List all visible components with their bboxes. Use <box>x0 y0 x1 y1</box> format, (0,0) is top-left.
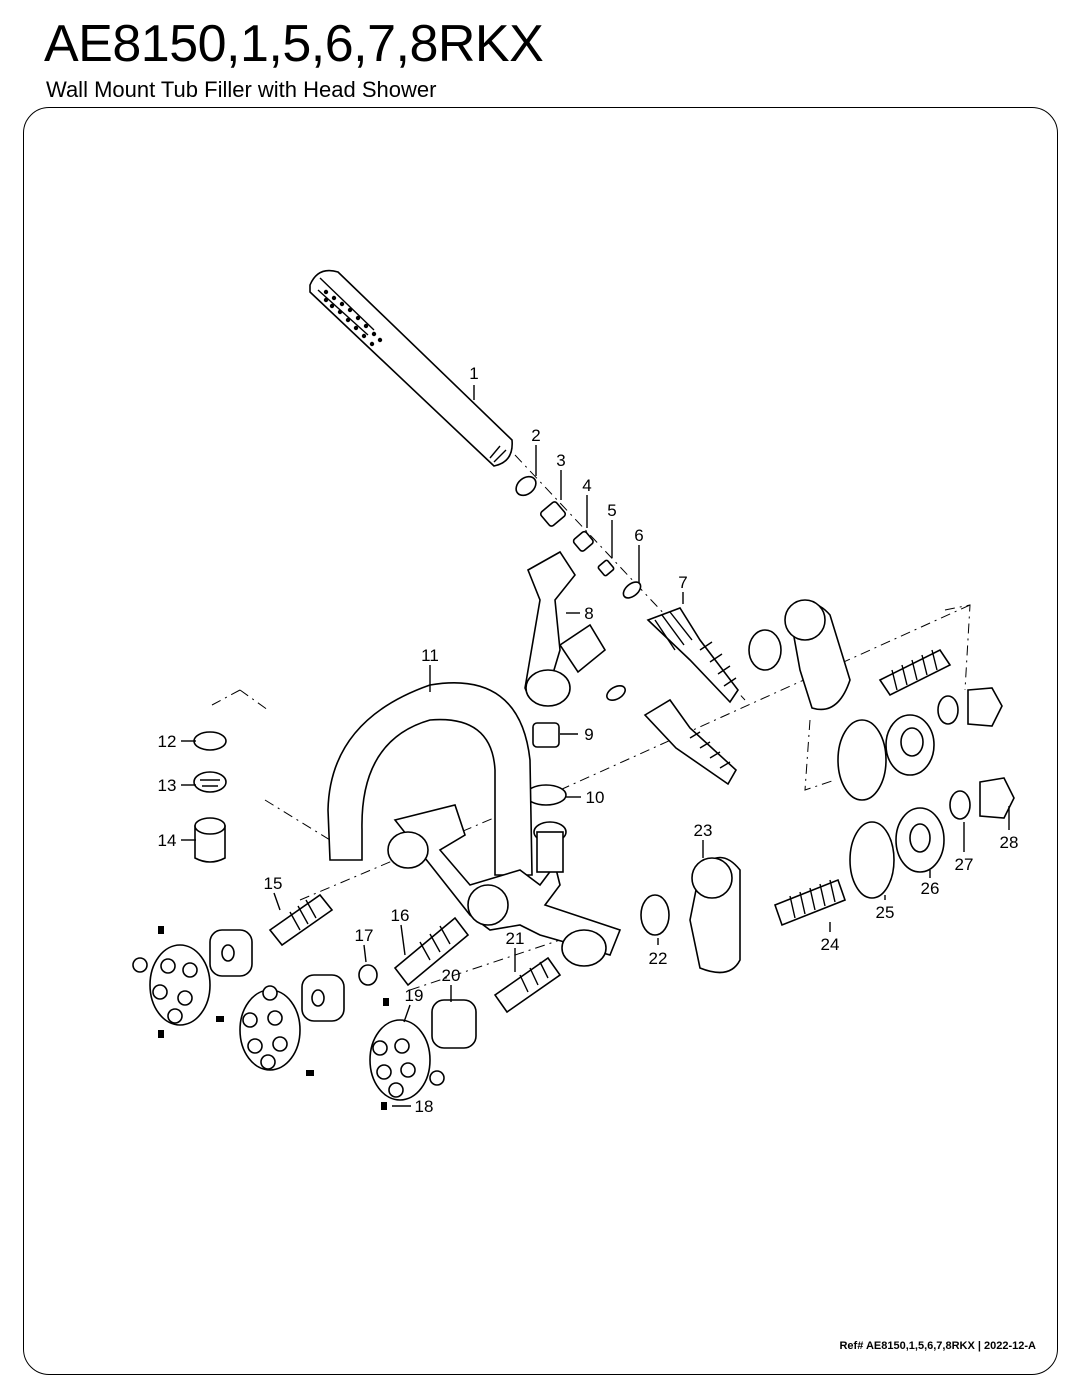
callout-16: 16 <box>391 906 410 925</box>
diagram-frame <box>23 107 1058 1375</box>
hand-shower-part <box>309 269 513 467</box>
callout-2: 2 <box>531 426 540 445</box>
handle-right <box>369 998 445 1110</box>
callout-6: 6 <box>634 526 643 545</box>
callout-18: 18 <box>415 1097 434 1116</box>
callout-26: 26 <box>921 879 940 898</box>
reference-number: Ref# AE8150,1,5,6,7,8RKX | 2022-12-A <box>839 1340 1036 1352</box>
callout-17: 17 <box>355 926 374 945</box>
callout-25: 25 <box>876 903 895 922</box>
callout-27: 27 <box>955 855 974 874</box>
sleeves-and-rings <box>209 929 477 1049</box>
callout-numbers: 1 2 3 4 5 6 7 8 9 10 11 12 13 14 15 16 1… <box>158 364 1019 1116</box>
hose-nut-part <box>643 698 738 786</box>
small-fittings-2-6 <box>515 475 642 599</box>
tub-spout-part <box>327 682 533 876</box>
callout-15: 15 <box>264 874 283 893</box>
callout-20: 20 <box>442 966 461 985</box>
aerator-parts <box>193 731 227 863</box>
fittings-9-10 <box>525 684 626 806</box>
callout-28: 28 <box>1000 833 1019 852</box>
callout-4: 4 <box>582 476 591 495</box>
callout-leaders <box>181 385 1010 1107</box>
hose-end-part <box>646 607 739 704</box>
callout-24: 24 <box>821 935 840 954</box>
wall-connectors <box>640 599 1015 974</box>
valve-cartridges <box>268 893 562 1014</box>
callout-5: 5 <box>607 501 616 520</box>
callout-3: 3 <box>556 451 565 470</box>
valve-body <box>387 804 622 967</box>
callout-19: 19 <box>405 986 424 1005</box>
callout-12: 12 <box>158 732 177 751</box>
shower-holder-part <box>524 550 607 707</box>
callout-13: 13 <box>158 776 177 795</box>
page-title: AE8150,1,5,6,7,8RKX <box>44 15 544 73</box>
handle-left <box>132 926 211 1038</box>
callout-14: 14 <box>158 831 177 850</box>
page-subtitle: Wall Mount Tub Filler with Head Shower <box>46 77 437 102</box>
callout-7: 7 <box>678 573 687 592</box>
handle-middle <box>216 985 314 1076</box>
callout-11: 11 <box>421 646 439 665</box>
callout-9: 9 <box>584 725 593 744</box>
callout-1: 1 <box>469 364 478 383</box>
callout-21: 21 <box>506 929 525 948</box>
callout-10: 10 <box>586 788 605 807</box>
callout-23: 23 <box>694 821 713 840</box>
callout-8: 8 <box>584 604 593 623</box>
cross-handles <box>132 926 445 1110</box>
callout-22: 22 <box>649 949 668 968</box>
